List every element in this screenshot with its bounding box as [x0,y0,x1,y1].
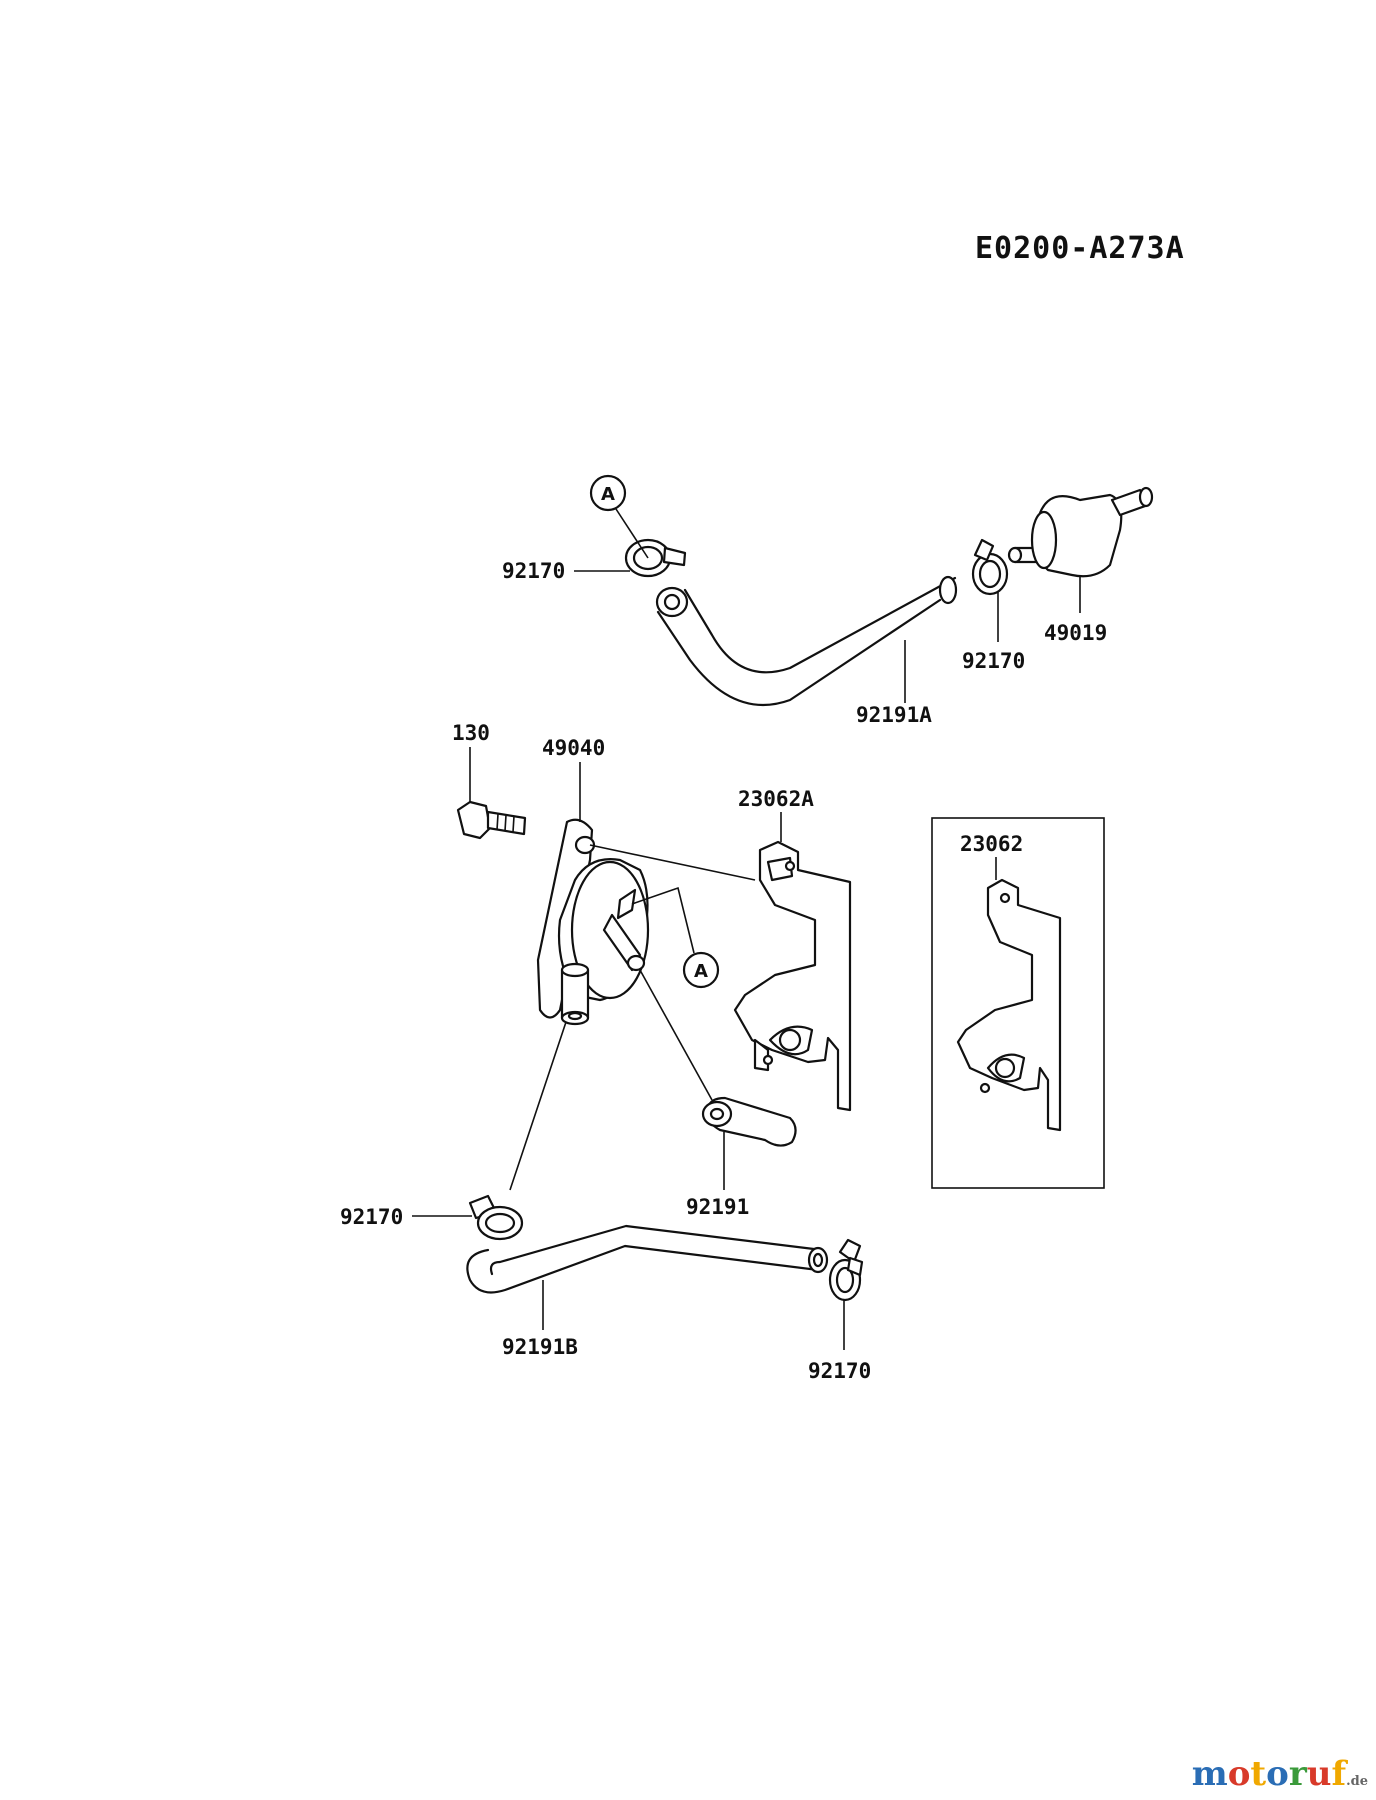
fuel-filter-49019[interactable] [1007,486,1154,578]
bracket-23062[interactable] [956,878,1062,1132]
label-49040: 49040 [542,736,605,760]
diagram-code: E0200-A273A [975,231,1185,266]
fuel-hose-92191[interactable] [701,1096,797,1147]
fuel-pump-49040[interactable] [536,818,650,1026]
svg-text:A: A [694,961,708,982]
label-92170-top-right: 92170 [962,649,1025,673]
reference-marker-a-top: A [589,474,627,512]
hose-clamp-top-right[interactable] [971,538,1009,596]
bolt-130[interactable] [456,800,527,840]
label-49019: 49019 [1044,621,1107,645]
label-92191b: 92191B [502,1335,578,1359]
label-23062: 23062 [960,832,1023,856]
label-92170-bottom-right: 92170 [808,1359,871,1383]
label-23062a: 23062A [738,787,814,811]
svg-text:A: A [601,484,615,505]
bracket-23062a[interactable] [733,840,852,1112]
fuel-hose-92191a[interactable] [655,575,958,707]
label-92170-bottom-left: 92170 [340,1205,403,1229]
hose-clamp-bottom-right[interactable] [828,1238,864,1302]
fuel-hose-92191b[interactable] [466,1224,829,1294]
label-92191a: 92191A [856,703,932,727]
motoruf-watermark-logo: motoruf.de [1191,1754,1368,1794]
hose-clamp-bottom-left[interactable] [468,1194,524,1241]
label-92191: 92191 [686,1195,749,1219]
label-130: 130 [452,721,490,745]
hose-clamp-top-left[interactable] [624,538,687,578]
reference-marker-a-middle: A [682,951,720,989]
alternate-bracket-inset: 23062 [931,817,1105,1189]
label-92170-top-left: 92170 [502,559,565,583]
